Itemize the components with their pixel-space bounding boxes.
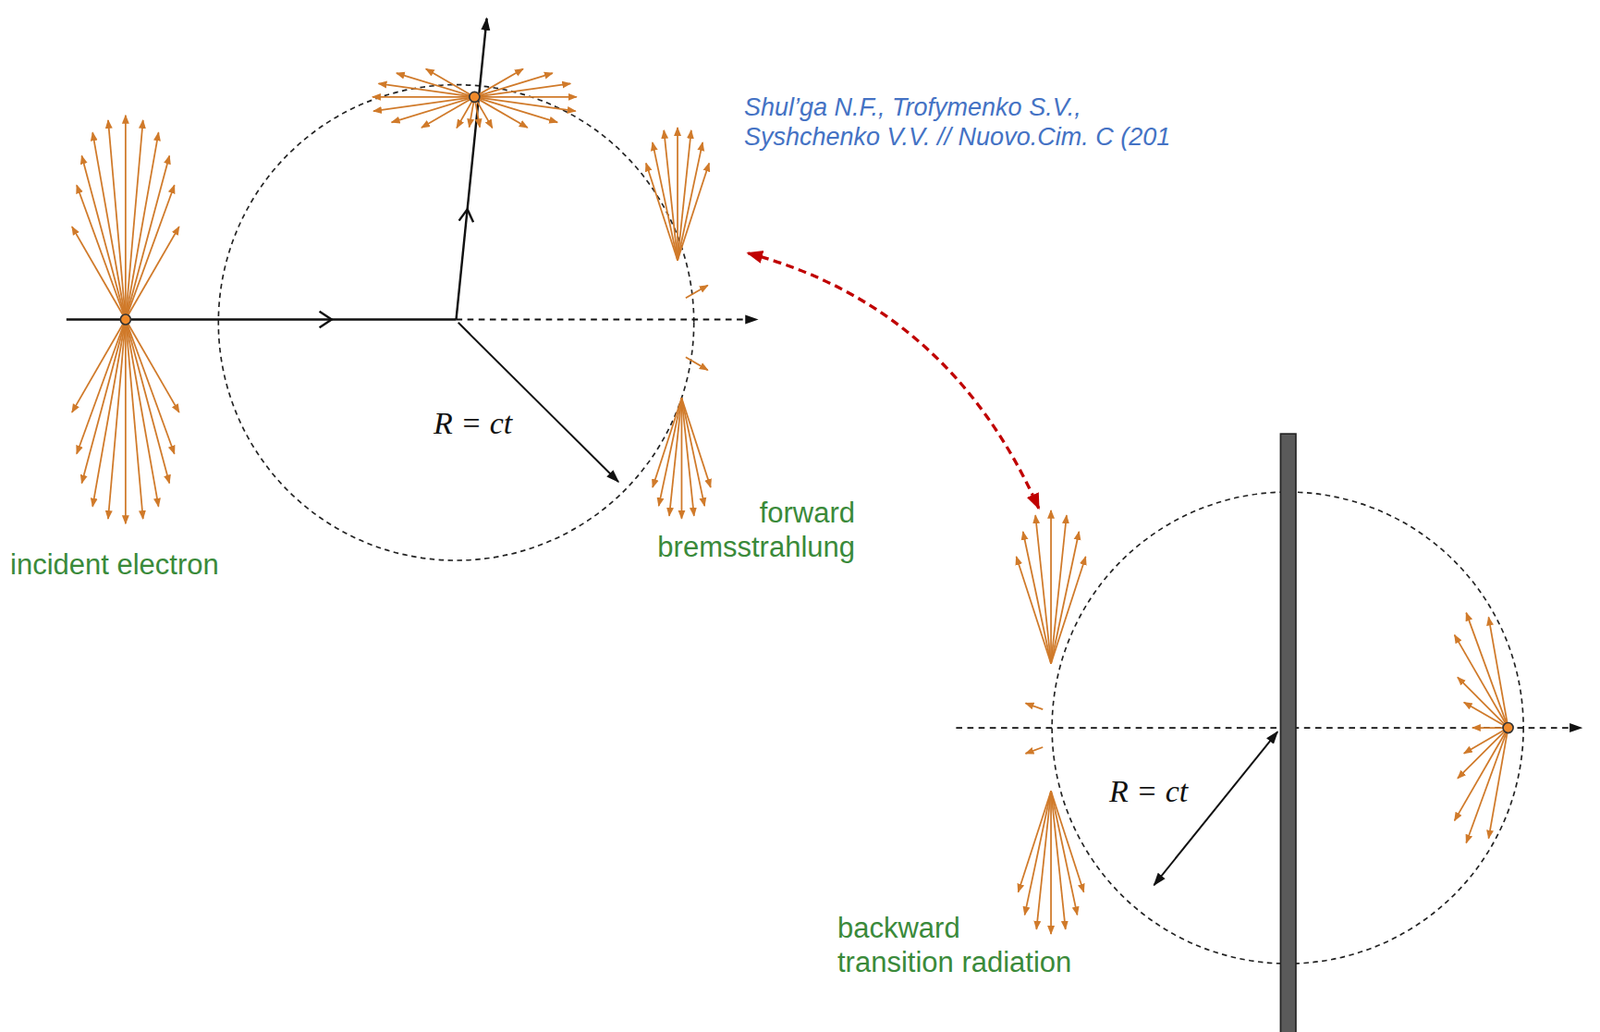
field-arrow bbox=[681, 398, 710, 489]
field-arrow bbox=[125, 319, 175, 454]
field-lines bbox=[72, 69, 1509, 935]
field-arrow bbox=[474, 73, 552, 98]
field-arrow bbox=[659, 398, 683, 507]
field-arrow bbox=[124, 115, 127, 320]
axis-dashed bbox=[955, 726, 1582, 729]
field-arrow bbox=[81, 156, 125, 320]
target-plate bbox=[1280, 433, 1296, 1032]
field-arrow bbox=[652, 142, 678, 260]
field-arrow bbox=[125, 319, 170, 484]
formula-label: R = ct bbox=[1109, 772, 1188, 811]
electron-dot bbox=[469, 91, 480, 102]
field-arrow bbox=[1025, 790, 1051, 915]
field-arrow bbox=[372, 96, 475, 98]
field-arrow bbox=[1050, 790, 1077, 915]
field-arrow bbox=[474, 97, 527, 128]
direction-chevron bbox=[459, 208, 474, 222]
field-arrow bbox=[125, 184, 175, 319]
field-arrow bbox=[76, 319, 126, 454]
caption-label: backward transition radiation bbox=[837, 910, 1078, 979]
field-arrow bbox=[81, 319, 125, 484]
field-arrow bbox=[1016, 556, 1052, 663]
field-arrow bbox=[646, 163, 678, 261]
field-arrow bbox=[677, 163, 709, 261]
field-arrow bbox=[1488, 727, 1508, 839]
field-arrow bbox=[426, 69, 476, 98]
field-arrow bbox=[681, 398, 684, 519]
wavefront-circle bbox=[218, 85, 694, 561]
caption-label: forward bremsstrahlung bbox=[642, 495, 855, 564]
field-arrow bbox=[1050, 790, 1084, 892]
electron-dot bbox=[120, 314, 131, 325]
field-arrow bbox=[1457, 676, 1509, 728]
field-arrow bbox=[1025, 746, 1044, 754]
deflected-trajectory bbox=[456, 18, 488, 320]
field-arrow bbox=[1050, 790, 1052, 934]
radius-arrow bbox=[458, 322, 619, 482]
citation-text: Shul’ga N.F., Trofymenko S.V., Syshchenk… bbox=[744, 92, 1197, 153]
formula-label: R = ct bbox=[433, 404, 513, 443]
caption-label: incident electron bbox=[10, 547, 220, 582]
field-arrow bbox=[72, 319, 126, 413]
field-arrow bbox=[378, 83, 476, 98]
field-arrow bbox=[1464, 701, 1509, 728]
field-arrow bbox=[681, 398, 705, 507]
field-arrow bbox=[1050, 556, 1087, 663]
field-arrow bbox=[474, 97, 575, 111]
field-arrow bbox=[1025, 702, 1044, 709]
field-arrow bbox=[124, 319, 127, 525]
field-arrow bbox=[676, 127, 679, 261]
field-arrow bbox=[421, 97, 475, 128]
field-arrow bbox=[474, 96, 576, 98]
field-arrow bbox=[125, 319, 180, 413]
field-arrow bbox=[1018, 790, 1051, 892]
electrons bbox=[120, 91, 1514, 733]
field-arrow bbox=[1023, 531, 1051, 664]
correspondence-arrow bbox=[747, 253, 1039, 509]
field-arrow bbox=[685, 285, 709, 299]
field-arrow bbox=[125, 156, 170, 320]
field-arrow bbox=[125, 226, 180, 319]
field-arrow bbox=[652, 398, 682, 489]
field-arrow bbox=[76, 184, 126, 319]
field-arrow bbox=[474, 69, 524, 98]
field-arrow bbox=[1465, 727, 1508, 843]
field-arrow bbox=[1465, 612, 1508, 728]
field-arrow bbox=[1050, 510, 1052, 664]
field-arrow bbox=[72, 226, 126, 319]
electron-dot bbox=[1502, 722, 1514, 733]
field-arrow bbox=[373, 97, 475, 111]
field-arrow bbox=[685, 356, 709, 370]
axis-dashed bbox=[456, 318, 758, 321]
field-arrow bbox=[677, 142, 703, 260]
field-arrow bbox=[474, 83, 571, 98]
radius-arrow bbox=[1154, 731, 1279, 885]
field-arrow bbox=[396, 73, 475, 98]
field-arrow bbox=[1454, 635, 1509, 728]
direction-chevron bbox=[319, 311, 332, 329]
field-arrow bbox=[1050, 531, 1079, 664]
